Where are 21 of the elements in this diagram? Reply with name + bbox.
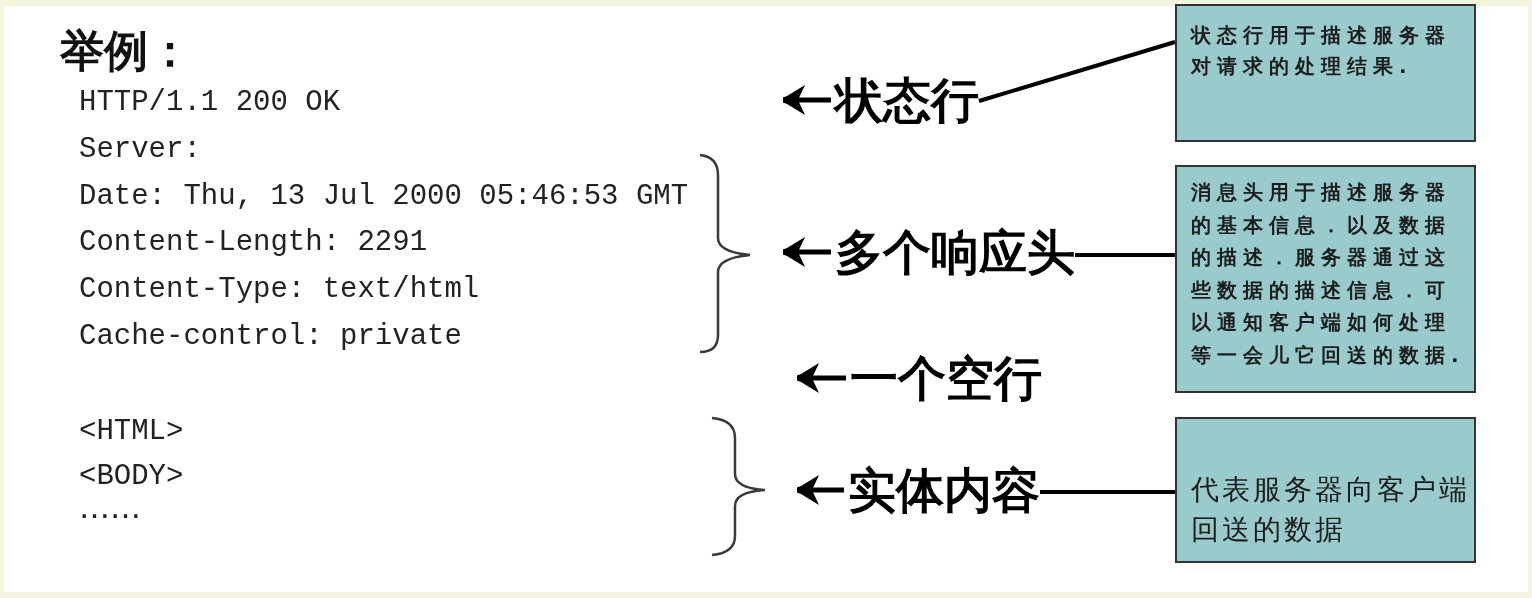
code-line: Cache-control: private	[79, 320, 462, 354]
note-text: 代表服务器向客户端回送的数据	[1191, 472, 1471, 548]
note-box	[1175, 417, 1476, 563]
callout-label: 多个响应头	[831, 224, 1075, 280]
code-line: HTTP/1.1 200 OK	[79, 86, 341, 120]
code-line: Server:	[79, 133, 201, 167]
callout-label: 实体内容	[844, 462, 1040, 518]
code-line: Date: Thu, 13 Jul 2000 05:46:53 GMT	[79, 180, 689, 214]
note-box	[1175, 4, 1476, 142]
callout-label: 一个空行	[846, 350, 1042, 406]
leader-line	[978, 40, 1176, 103]
callout-label: 状态行	[831, 72, 979, 128]
code-line: Content-Type: text/html	[79, 273, 480, 307]
title: 举例：	[60, 24, 192, 78]
note-text: 状态行用于描述服务器对请求的处理结果.	[1191, 22, 1452, 80]
note-box	[1175, 165, 1476, 393]
note-text: 消息头用于描述服务器的基本信息．以及数据的描述．服务器通过这些数据的描述信息．可以通知客户端如何处理等一会儿它回送的数据.	[1191, 179, 1466, 369]
leader-line	[1075, 253, 1175, 257]
leader-line	[1040, 490, 1175, 494]
code-line: Content-Length: 2291	[79, 226, 428, 260]
code-line: <HTML>	[79, 415, 184, 449]
